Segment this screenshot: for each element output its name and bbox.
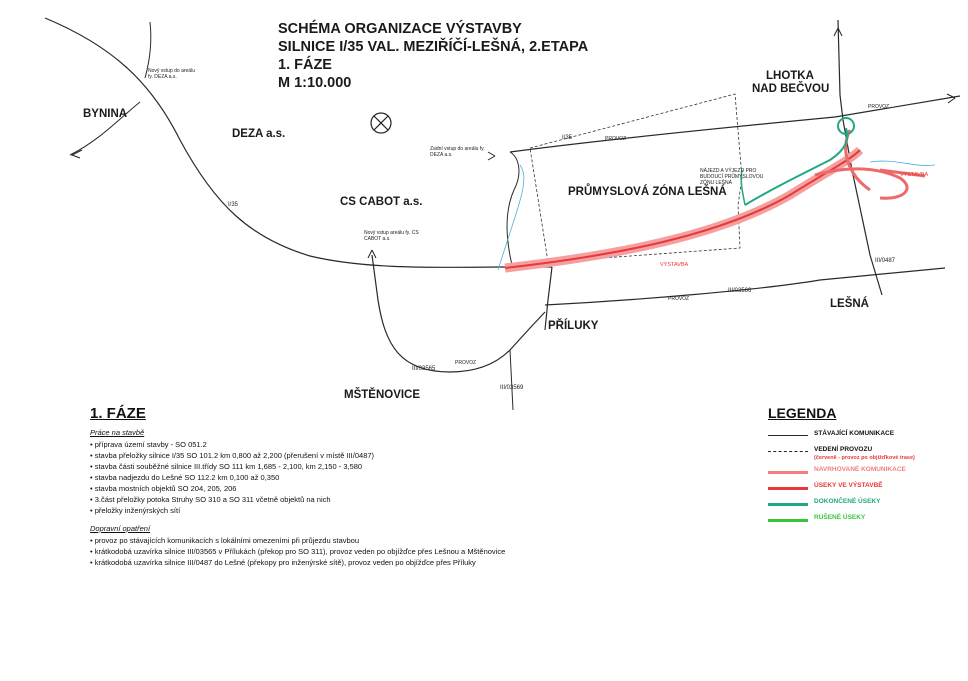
works-item: stavba přeložky silnice I/35 SO 101.2 km… [90, 450, 750, 461]
phase-section: 1. FÁZE Práce na stavbě příprava území s… [90, 405, 750, 568]
road-i35-east [509, 95, 961, 153]
legend-label: NAVRHOVANÉ KOMUNIKACE [814, 466, 906, 473]
road-label-provoz-4: PROVOZ [868, 104, 890, 110]
road-label-iii03569: III/03569 [500, 385, 524, 391]
road-mstenovice [371, 254, 546, 373]
works-item: stavba části souběžné silnice III.třídy … [90, 461, 750, 472]
completed-section-2 [740, 169, 746, 206]
legend-heading: LEGENDA [768, 405, 837, 421]
works-item: příprava území stavby - SO 051.2 [90, 439, 750, 450]
roundabout [837, 117, 855, 135]
completed-section [744, 127, 849, 206]
arrow-deza-back [487, 151, 496, 161]
legend-swatch [768, 519, 808, 522]
legend-label: STÁVAJÍCÍ KOMUNIKACE [814, 430, 895, 437]
road-priluky-lesna [544, 267, 946, 306]
legend-row: DOKONČENÉ ÚSEKY [768, 497, 948, 513]
works-item: 3.část přeložky potoka Struhy SO 310 a S… [90, 494, 750, 505]
place-lhotka-2: NAD BEČVOU [752, 83, 830, 95]
place-cs-cabot: CS CABOT a.s. [340, 196, 423, 208]
legend-row: NAVRHOVANÉ KOMUNIKACE [768, 465, 948, 481]
place-priluky: PŘÍLUKY [548, 320, 599, 332]
road-label-iii03566: III/03566 [728, 288, 752, 294]
note-vstup-cabot: Nový vstup areálu fy. CS CABOT a.s. [364, 230, 419, 242]
road-branch-bynina [69, 101, 141, 156]
legend-label: VEDENÍ PROVOZU [814, 446, 873, 453]
title-line-2: SILNICE I/35 VAL. MEZIŘÍČÍ-LEŠNÁ, 2.ETAP… [278, 39, 589, 55]
title-line-3: 1. FÁZE [278, 57, 332, 73]
legend-label: ÚSEKY VE VÝSTAVBĚ [814, 482, 883, 489]
road-label-i35-b: I/35 [562, 135, 573, 141]
legend-swatch [768, 471, 808, 474]
note-vstup-deza: Nový vstup do areálu fy. DEZA a.s. [148, 68, 195, 80]
traffic-item: provoz po stávajících komunikacích s lok… [90, 535, 750, 546]
works-item: stavba mostních objektů SO 204, 205, 206 [90, 483, 750, 494]
legend-row: ÚSEKY VE VÝSTAVBĚ [768, 481, 948, 497]
road-branch-deza [144, 21, 152, 79]
traffic-heading: Dopravní opatření [90, 524, 151, 533]
legend-row: VEDENÍ PROVOZU (červeně - provoz po objí… [768, 445, 948, 465]
road-label-iii03565: III/03565 [412, 366, 436, 372]
stream-east [869, 160, 936, 166]
legend-row: RUŠENÉ ÚSEKY [768, 513, 948, 529]
legend-label: RUŠENÉ ÚSEKY [814, 514, 866, 521]
map-title: SCHÉMA ORGANIZACE VÝSTAVBY SILNICE I/35 … [278, 20, 588, 92]
place-lhotka-1: LHOTKA [766, 70, 814, 82]
place-bynina: BYNINA [83, 108, 128, 120]
note-vystavba-1: VÝSTAVBA [660, 262, 689, 268]
works-heading: Práce na stavbě [90, 428, 145, 437]
place-mstenovice: MŠTĚNOVICE [344, 389, 421, 401]
place-deza: DEZA a.s. [232, 128, 286, 140]
title-line-4: M 1:10.000 [278, 75, 352, 91]
legend-row: STÁVAJÍCÍ KOMUNIKACE [768, 429, 948, 445]
construction-east [879, 168, 926, 178]
compass-symbol [370, 112, 392, 134]
road-label-iii0487: III/0487 [875, 258, 896, 264]
note-vystavba-2: VÝSTAVBA [900, 172, 929, 178]
traffic-item: krátkodobá uzavírka silnice III/03565 v … [90, 546, 750, 557]
legend: LEGENDA STÁVAJÍCÍ KOMUNIKACE VEDENÍ PROV… [768, 405, 948, 529]
ramp-construction [814, 167, 909, 200]
road-iii03565 [544, 266, 553, 331]
arrow-bynina [70, 149, 83, 159]
industrial-zone-boundary [529, 93, 743, 263]
road-label-provoz-3: PROVOZ [455, 360, 477, 366]
arrow-east [946, 93, 956, 104]
stream [497, 164, 525, 271]
note-vstup-deza-2: Zadní vstup do areálu fy. DEZA a.s. [430, 146, 485, 158]
place-lesna: LEŠNÁ [830, 298, 869, 310]
road-deza-back [506, 151, 520, 266]
title-line-1: SCHÉMA ORGANIZACE VÝSTAVBY [278, 21, 522, 37]
legend-label: DOKONČENÉ ÚSEKY [814, 498, 881, 505]
legend-swatch [768, 435, 808, 436]
traffic-item: krátkodobá uzavírka silnice III/0487 do … [90, 557, 750, 568]
new-road-construction [504, 146, 864, 273]
note-zona: NÁJEZD A VÝJEZD PRO BUDOUCÍ PRŮMYSLOVOU … [700, 168, 764, 186]
legend-swatch [768, 451, 808, 452]
legend-swatch [768, 503, 808, 506]
legend-swatch [768, 487, 808, 490]
works-list: příprava území stavby - SO 051.2 stavba … [90, 439, 750, 516]
phase-heading: 1. FÁZE [90, 405, 146, 422]
road-label-provoz-1: PROVOZ [605, 136, 627, 142]
place-zona: PRŮMYSLOVÁ ZÓNA LEŠNÁ [568, 186, 727, 198]
road-north-lhotka [837, 19, 883, 296]
road-i35-existing [44, 17, 552, 268]
works-item: stavba nadjezdu do Lešné SO 112.2 km 0,1… [90, 472, 750, 483]
road-label-i35-a: I/35 [228, 202, 239, 208]
arrow-north [833, 27, 843, 37]
traffic-list: provoz po stávajících komunikacích s lok… [90, 535, 750, 568]
road-label-provoz-2: PROVOZ [668, 296, 690, 302]
new-road-construction-core [504, 149, 861, 269]
road-iii03569 [509, 349, 514, 411]
legend-sublabel: (červeně - provoz po objížďkové trase) [814, 455, 915, 461]
works-item: přeložky inženýrských sítí [90, 505, 750, 516]
arrow-cabot [367, 249, 377, 259]
